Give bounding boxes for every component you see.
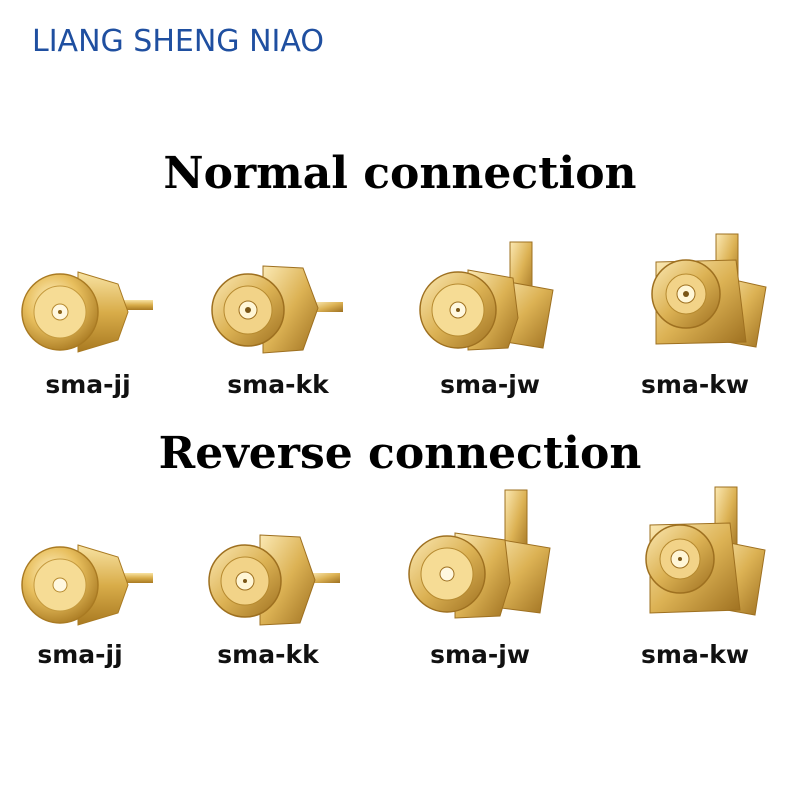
connector-normal-sma-kw-image (651, 233, 767, 348)
connector-reverse-sma-jw-image (408, 489, 551, 619)
normal-connection-heading: Normal connection (163, 148, 637, 199)
connector-reverse-sma-kk-image (208, 534, 340, 626)
connector-reverse-sma-kw-image (645, 486, 766, 616)
label-reverse-sma-jj: sma-jj (37, 640, 123, 669)
label-normal-sma-jw: sma-jw (440, 370, 540, 399)
connector-reverse-sma-jj-image (21, 544, 153, 626)
label-normal-sma-kk: sma-kk (227, 370, 329, 399)
connector-normal-sma-kk-image (211, 265, 343, 354)
brand-logo-text: LIANG SHENG NIAO (32, 24, 324, 59)
label-reverse-sma-kw: sma-kw (641, 640, 749, 669)
connector-normal-sma-jw-image (419, 241, 554, 351)
connector-normal-sma-jj-image (21, 271, 153, 353)
label-reverse-sma-jw: sma-jw (430, 640, 530, 669)
label-normal-sma-jj: sma-jj (45, 370, 131, 399)
reverse-connection-heading: Reverse connection (158, 428, 642, 479)
label-reverse-sma-kk: sma-kk (217, 640, 319, 669)
label-normal-sma-kw: sma-kw (641, 370, 749, 399)
